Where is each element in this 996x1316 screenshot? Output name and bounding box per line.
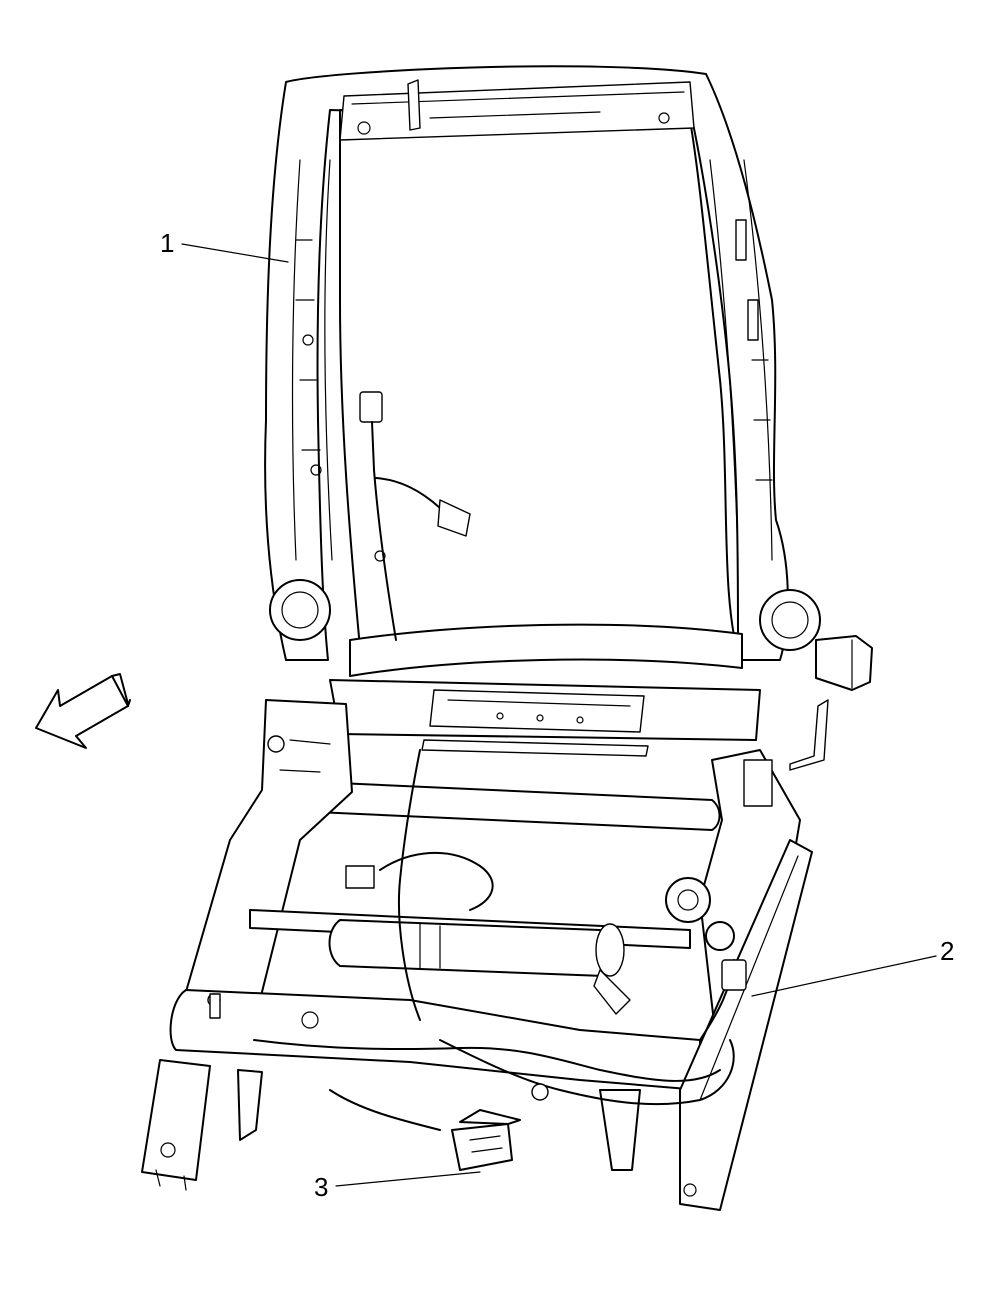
callout-3: 3: [314, 1171, 481, 1202]
callout-label-3: 3: [314, 1172, 328, 1202]
callout-1: 1: [160, 228, 289, 263]
callout-label-2: 2: [940, 936, 954, 966]
callout-label-1: 1: [160, 228, 174, 258]
front-direction-arrow-icon: [35, 673, 131, 749]
callout-2: 2: [751, 936, 954, 997]
harness-connector: [451, 1109, 521, 1171]
seat-back-frame: [264, 65, 873, 691]
seat-back-harness: [359, 391, 471, 641]
seat-bottom-harness: [253, 749, 747, 1131]
